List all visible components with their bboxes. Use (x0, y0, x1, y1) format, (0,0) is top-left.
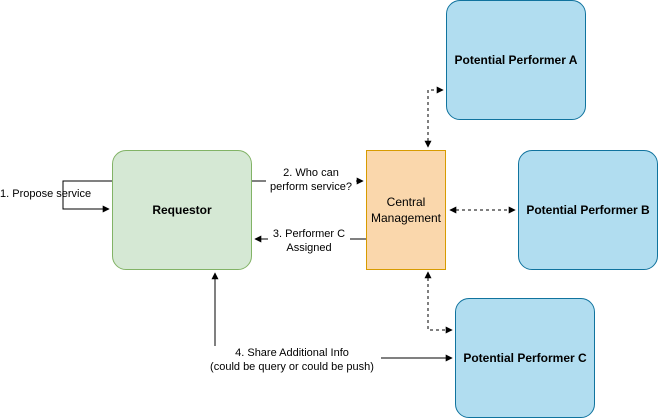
share-info-line1: 4. Share Additional Info (235, 347, 349, 359)
assigned-line1: 3. Performer C (272, 228, 346, 240)
central-management-label-line1: Central (386, 195, 426, 209)
share-info-label: 4. Share Additional Info (could be query… (203, 346, 381, 374)
requestor-label: Requestor (152, 203, 212, 217)
who-can-perform-label: 2. Who can perform service? (266, 166, 356, 194)
assigned-line2: Assigned (286, 242, 332, 254)
performer-b-label: Potential Performer B (526, 203, 650, 217)
propose-service-text: 1. Propose service (0, 188, 92, 200)
performer-c-label: Potential Performer C (463, 351, 587, 365)
edge-propose-service (62, 180, 112, 213)
edge-central-performer-a (424, 86, 444, 148)
performer-assigned-label: 3. Performer C Assigned (268, 227, 350, 255)
requestor-node[interactable]: Requestor (112, 150, 252, 270)
propose-service-label: 1. Propose service (0, 187, 91, 201)
performer-b-node[interactable]: Potential Performer B (518, 150, 658, 270)
edge-central-performer-c (424, 271, 453, 334)
performer-c-node[interactable]: Potential Performer C (455, 298, 595, 418)
performer-a-label: Potential Performer A (454, 53, 578, 67)
central-management-node[interactable]: Central Management (366, 150, 446, 270)
central-management-label-line2: Management (370, 211, 442, 225)
who-can-line1: 2. Who can (283, 167, 339, 179)
performer-a-node[interactable]: Potential Performer A (446, 0, 586, 120)
share-info-line2: (could be query or could be push) (210, 361, 374, 373)
who-can-line2: perform service? (270, 181, 352, 193)
